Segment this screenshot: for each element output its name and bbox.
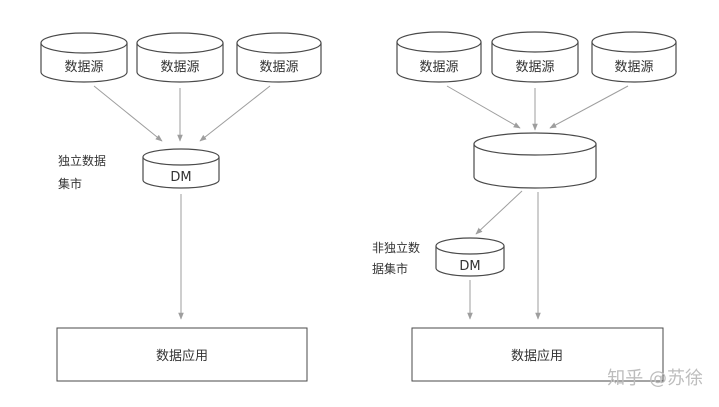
right-datamart-cylinder: DM xyxy=(435,237,505,277)
left-note-line-1: 独立数据 xyxy=(58,153,106,168)
left-datamart-cylinder: DM xyxy=(142,148,220,189)
right-source-cylinder-2: 数据源 xyxy=(491,31,579,83)
right-application-label: 数据应用 xyxy=(511,348,563,364)
right-arrow-warehouse-to-dm xyxy=(475,190,523,235)
left-source-cylinder-3: 数据源 xyxy=(236,32,322,83)
right-arrow-source1-to-warehouse xyxy=(446,85,521,129)
left-source-label-3: 数据源 xyxy=(259,60,298,75)
right-datamart-label: DM xyxy=(459,259,480,274)
right-source-label-1: 数据源 xyxy=(419,60,458,75)
right-diagram-dependent-datamart: 数据源 数据源 数据源 DM xyxy=(372,31,677,382)
right-note-line-2: 据集市 xyxy=(372,261,408,276)
left-source-label-1: 数据源 xyxy=(64,60,103,75)
left-source-label-2: 数据源 xyxy=(160,60,199,75)
right-warehouse-cylinder xyxy=(473,132,597,189)
left-diagram-independent-datamart: 数据源 数据源 数据源 DM 独立数据 集市 数据应用 xyxy=(40,32,322,382)
right-source-cylinder-3: 数据源 xyxy=(591,31,677,83)
right-arrow-source3-to-warehouse xyxy=(549,85,629,129)
left-note-line-2: 集市 xyxy=(58,176,82,191)
right-source-label-3: 数据源 xyxy=(614,60,653,75)
right-note-line-1: 非独立数 xyxy=(372,240,420,255)
left-source-cylinder-1: 数据源 xyxy=(40,32,128,83)
right-source-label-2: 数据源 xyxy=(515,60,554,75)
left-datamart-label: DM xyxy=(170,170,191,185)
left-application-box xyxy=(56,327,308,382)
right-application-box xyxy=(411,327,664,382)
right-source-cylinder-1: 数据源 xyxy=(396,31,482,83)
left-arrow-source1-to-dm xyxy=(93,85,163,142)
left-application-label: 数据应用 xyxy=(156,348,208,364)
watermark-text: 知乎 @苏徐 xyxy=(607,368,703,389)
left-arrow-source3-to-dm xyxy=(199,85,271,142)
left-source-cylinder-2: 数据源 xyxy=(136,32,224,83)
